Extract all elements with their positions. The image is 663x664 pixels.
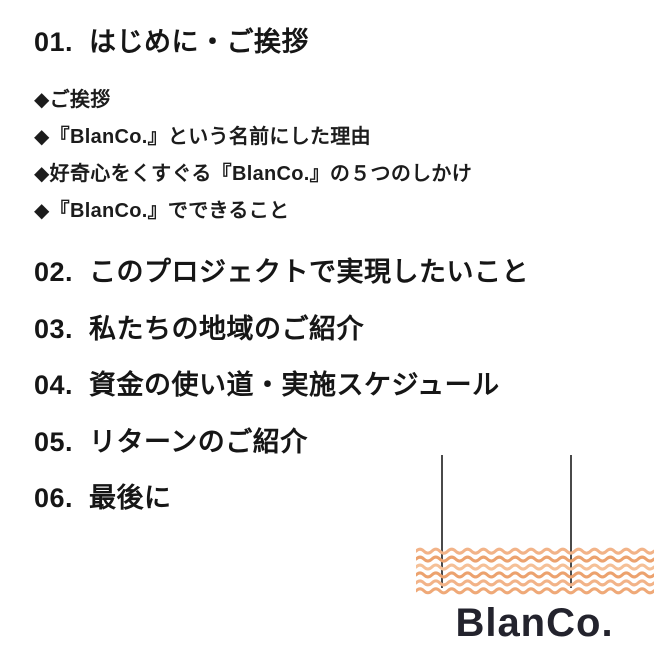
section-heading: 04. 資金の使い道・実施スケジュール xyxy=(34,369,643,401)
logo-waves-icon xyxy=(416,547,654,595)
section-title: リターンのご紹介 xyxy=(89,426,308,457)
table-of-contents: 01. はじめに・ご挨拶 ◆ご挨拶 ◆『BlanCo.』という名前にした理由 ◆… xyxy=(34,26,643,514)
toc-section-01: 01. はじめに・ご挨拶 ◆ご挨拶 ◆『BlanCo.』という名前にした理由 ◆… xyxy=(34,26,643,230)
section-number: 05. xyxy=(34,426,74,457)
logo-stick-right-icon xyxy=(570,455,572,588)
toc-section-03: 03. 私たちの地域のご紹介 xyxy=(34,313,643,345)
section-number: 03. xyxy=(34,313,74,344)
toc-section-06: 06. 最後に xyxy=(34,482,643,514)
section-title: 資金の使い道・実施スケジュール xyxy=(89,370,500,401)
section-number: 06. xyxy=(34,482,74,513)
section-number: 02. xyxy=(34,257,74,288)
section-number: 01. xyxy=(34,27,74,57)
section-heading: 06. 最後に xyxy=(34,482,643,514)
toc-item: ◆『BlanCo.』という名前にした理由 xyxy=(34,126,371,149)
logo-stick-left-icon xyxy=(441,455,443,588)
section-heading: 01. はじめに・ご挨拶 xyxy=(34,26,643,58)
section-title: このプロジェクトで実現したいこと xyxy=(89,257,530,288)
toc-item: ◆好奇心をくすぐる『BlanCo.』の５つのしかけ xyxy=(34,163,473,186)
section-title: 最後に xyxy=(89,482,172,513)
section-item-list: ◆ご挨拶 ◆『BlanCo.』という名前にした理由 ◆好奇心をくすぐる『Blan… xyxy=(34,82,643,230)
toc-item: ◆ご挨拶 xyxy=(34,89,111,112)
blanco-logo: BlanCo. xyxy=(412,441,657,656)
section-title: はじめに・ご挨拶 xyxy=(89,27,310,57)
logo-text: BlanCo. xyxy=(455,601,614,645)
toc-item: ◆『BlanCo.』でできること xyxy=(34,200,290,223)
section-title: 私たちの地域のご紹介 xyxy=(89,313,365,344)
toc-section-02: 02. このプロジェクトで実現したいこと xyxy=(34,256,643,288)
section-heading: 03. 私たちの地域のご紹介 xyxy=(34,313,643,345)
toc-section-04: 04. 資金の使い道・実施スケジュール xyxy=(34,369,643,401)
toc-section-05: 05. リターンのご紹介 xyxy=(34,426,643,458)
section-number: 04. xyxy=(34,370,74,401)
section-heading: 02. このプロジェクトで実現したいこと xyxy=(34,256,643,288)
section-heading: 05. リターンのご紹介 xyxy=(34,426,643,458)
